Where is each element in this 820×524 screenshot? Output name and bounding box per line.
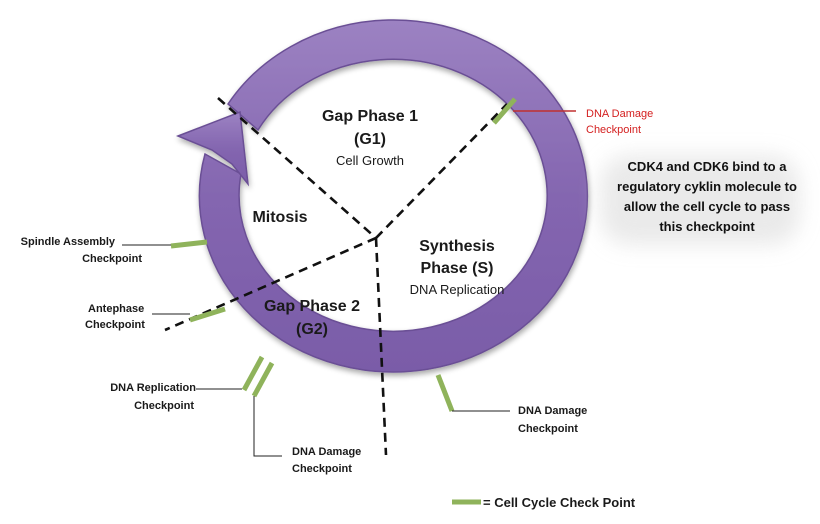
cp-spindle-line2: Checkpoint [82,253,142,265]
note-line2: regulatory cyklin molecule to [617,179,797,194]
cp-dna-damage-g1-line2: Checkpoint [586,124,641,136]
cp-antephase-line2: Checkpoint [85,319,145,331]
cell-cycle-ring [175,19,589,373]
checkpoint-marker-dna-replication [241,355,265,392]
cp-dna-damage-g2-line1: DNA Damage [292,446,361,458]
g2-title: Gap Phase 2 [264,298,360,315]
checkpoint-label-dna-damage-g2: DNA Damage Checkpoint [292,446,361,475]
note-line1: CDK4 and CDK6 bind to a [628,159,788,174]
checkpoint-label-dna-damage-g1: DNA Damage Checkpoint [586,108,653,136]
s-code: Phase (S) [421,260,494,277]
checkpoint-label-spindle: Spindle Assembly Checkpoint [21,236,143,265]
checkpoint-label-dna-replication: DNA Replication Checkpoint [110,382,196,412]
checkpoint-note: CDK4 and CDK6 bind to a regulatory cykli… [600,155,800,245]
checkpoint-marker-dna-damage-s [435,374,455,412]
s-title: Synthesis [419,238,495,255]
mitosis-title: Mitosis [252,209,307,226]
note-line4: this checkpoint [659,219,755,234]
cp-dna-damage-s-line2: Checkpoint [518,423,578,435]
cycle-direction-arrow-icon [175,110,250,187]
note-line3: allow the cell cycle to pass [624,199,790,214]
checkpoint-marker-antephase [189,306,226,323]
checkpoint-marker-spindle [170,239,208,249]
phase-s: Synthesis Phase (S) DNA Replication [410,238,505,297]
phase-g2: Gap Phase 2 (G2) [264,298,360,338]
leader-dna-damage-g2 [253,396,282,457]
checkpoint-label-dna-damage-s: DNA Damage Checkpoint [518,405,587,435]
cycle-ring-body [198,19,589,373]
divider-s-g2 [374,237,388,456]
cp-dna-damage-s-line1: DNA Damage [518,405,587,417]
g2-code: (G2) [296,321,328,338]
cp-dna-replication-line1: DNA Replication [110,382,196,394]
checkpoint-label-antephase: Antephase Checkpoint [85,303,145,331]
checkpoint-markers [170,97,517,412]
cp-antephase-line1: Antephase [88,303,144,315]
cp-dna-damage-g2-line2: Checkpoint [292,463,352,475]
divider-g2-mitosis [164,236,377,332]
phase-dividers [164,97,508,456]
checkpoint-marker-dna-damage-g2 [251,361,275,398]
checkpoint-marker-dna-damage-g1 [492,97,517,125]
divider-g1-mitosis [217,97,377,239]
cp-dna-damage-g1-line1: DNA Damage [586,108,653,120]
note-glow [600,155,800,245]
g1-code: (G1) [354,131,386,148]
legend: = Cell Cycle Check Point [452,495,636,510]
g1-subtitle: Cell Growth [336,153,404,168]
legend-label: = Cell Cycle Check Point [483,495,636,510]
phase-g1: Gap Phase 1 (G1) Cell Growth [322,108,418,168]
cp-dna-replication-line2: Checkpoint [134,400,194,412]
divider-g1-s [375,103,508,239]
cp-spindle-line1: Spindle Assembly [21,236,116,248]
checkpoint-leaders [122,110,576,457]
g1-title: Gap Phase 1 [322,108,418,125]
s-subtitle: DNA Replication [410,282,505,297]
